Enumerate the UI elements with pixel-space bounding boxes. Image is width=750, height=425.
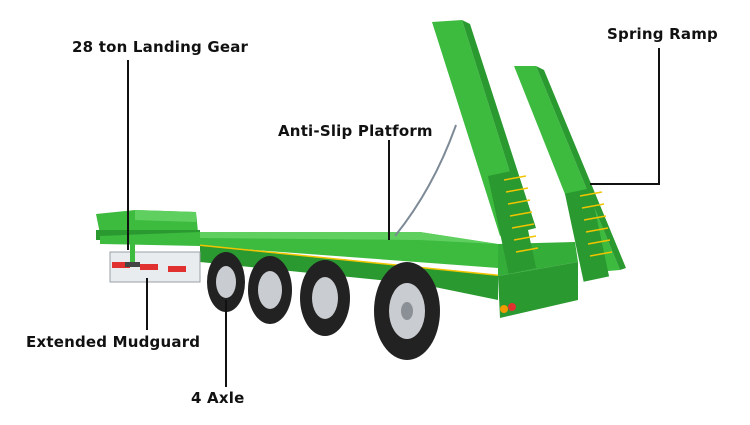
leader-spring-ramp [590, 48, 660, 185]
landing-gear [125, 238, 140, 267]
extended-mudguard [109, 251, 201, 283]
axle-wheels [207, 252, 440, 360]
spring-ramps [394, 20, 626, 282]
label-spring-ramp: Spring Ramp [607, 25, 718, 43]
label-axle: 4 Axle [191, 389, 245, 407]
rear-frame [498, 262, 578, 318]
label-anti-slip-platform: Anti-Slip Platform [278, 122, 433, 140]
label-landing-gear: 28 ton Landing Gear [72, 38, 249, 56]
label-extended-mudguard: Extended Mudguard [26, 333, 201, 351]
leader-lines [127, 48, 660, 387]
